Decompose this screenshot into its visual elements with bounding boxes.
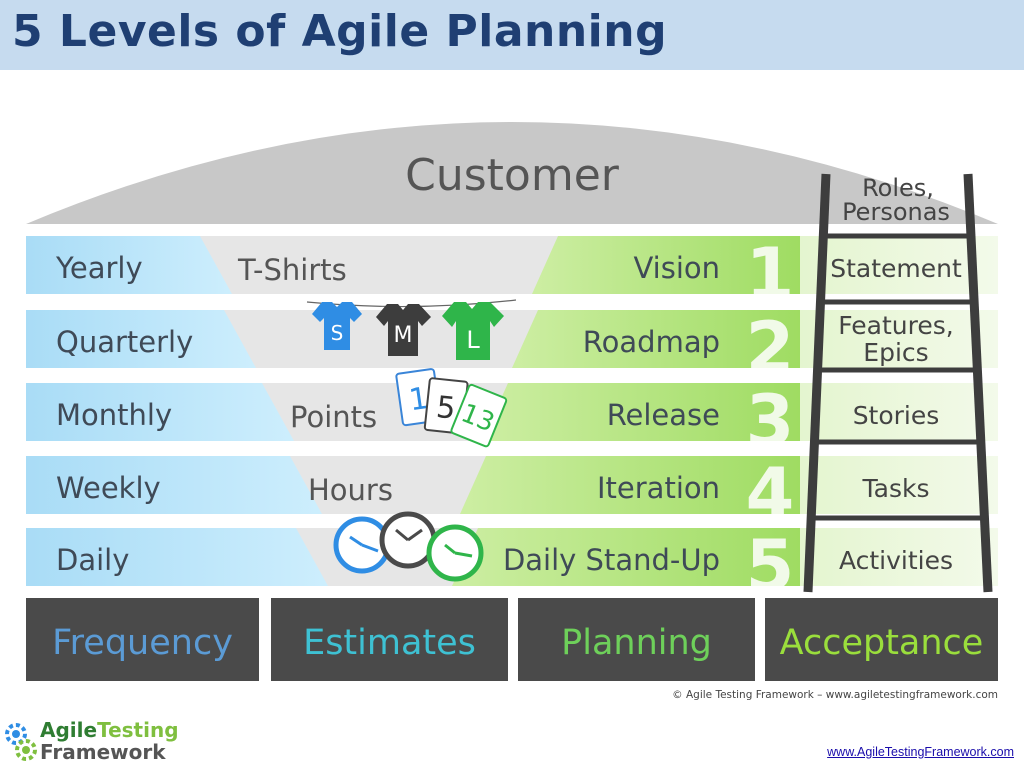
- logo-text-line1: AgileTesting: [40, 718, 179, 742]
- tshirt-size-m: M: [394, 323, 413, 348]
- estimate-label: Points: [290, 400, 377, 434]
- tshirt-size-l: L: [466, 326, 480, 354]
- frequency-label: Monthly: [56, 398, 172, 432]
- acceptance-label: Activities: [839, 546, 953, 575]
- tshirt-size-s: S: [331, 321, 344, 345]
- category-label: Acceptance: [780, 623, 984, 663]
- logo-agile: Agile: [40, 718, 97, 742]
- planning-label: Vision: [633, 251, 720, 285]
- dark-clock-icon: [382, 514, 434, 566]
- frequency-label: Daily: [56, 543, 129, 577]
- level-number: 3: [746, 380, 795, 462]
- level-row-4: 4 Weekly Iteration Hours Tasks: [26, 453, 998, 535]
- level-number: 5: [746, 525, 795, 607]
- planning-label: Roadmap: [583, 325, 720, 359]
- frequency-label: Yearly: [55, 251, 143, 285]
- estimate-label: Hours: [308, 473, 393, 507]
- category-label: Estimates: [303, 623, 476, 663]
- acceptance-label: Statement: [830, 254, 962, 283]
- point-card-5: 5: [435, 390, 458, 427]
- planning-label: Iteration: [597, 471, 720, 505]
- logo-text-line2: Framework: [40, 740, 166, 764]
- level-number: 2: [746, 307, 795, 389]
- gears-logo-icon: [4, 720, 38, 764]
- level-row-5: 5 Daily Daily Stand-Up Activities: [26, 525, 998, 607]
- agile-testing-framework-logo: AgileTesting Framework: [4, 718, 174, 766]
- planning-label: Daily Stand-Up: [503, 543, 720, 577]
- estimate-label: T-Shirts: [237, 253, 347, 287]
- level-row-2: 2 Quarterly Roadmap Features,Epics: [26, 307, 998, 389]
- acceptance-label: Epics: [863, 338, 928, 367]
- customer-label: Customer: [405, 150, 620, 201]
- frequency-label: Quarterly: [56, 325, 193, 359]
- category-label: Planning: [561, 623, 712, 663]
- category-label: Frequency: [52, 623, 233, 663]
- category-box-acceptance: Acceptance: [765, 598, 998, 681]
- acceptance-label: Tasks: [862, 474, 930, 503]
- level-number: 1: [746, 233, 795, 315]
- frequency-label: Weekly: [56, 471, 161, 505]
- roles-label-line2: Personas: [842, 198, 950, 226]
- category-box-frequency: Frequency: [26, 598, 259, 681]
- level-row-3: 3 Monthly Release Points Stories: [26, 380, 998, 462]
- category-box-planning: Planning: [518, 598, 755, 681]
- acceptance-label: Stories: [853, 401, 940, 430]
- level-number: 4: [746, 453, 795, 535]
- green-clock-icon: [429, 527, 481, 579]
- acceptance-label: Features,: [838, 311, 953, 340]
- category-box-estimates: Estimates: [271, 598, 508, 681]
- logo-testing: Testing: [97, 718, 178, 742]
- planning-label: Release: [607, 398, 720, 432]
- copyright-credit: © Agile Testing Framework – www.agiletes…: [672, 689, 998, 701]
- footer-link[interactable]: www.AgileTestingFramework.com: [827, 745, 1014, 759]
